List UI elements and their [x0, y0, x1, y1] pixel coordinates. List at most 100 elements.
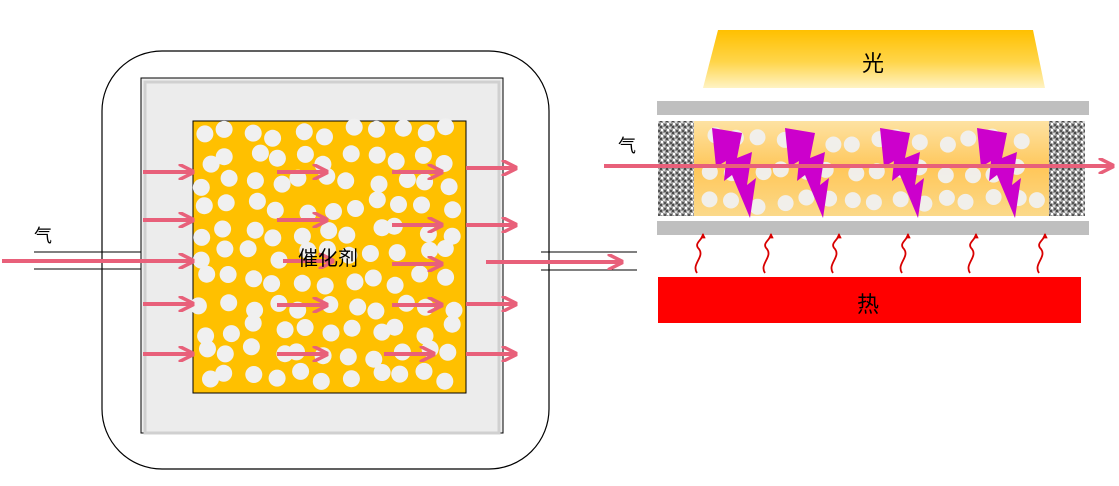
- catalyst-pellet: [436, 372, 454, 390]
- catalyst-pellet: [215, 364, 233, 382]
- catalyst-pellet: [361, 245, 379, 262]
- catalyst-pellet: [701, 191, 718, 208]
- catalyst-pellet: [246, 221, 264, 239]
- catalyst-pellet: [293, 274, 311, 292]
- catalyst-pellet: [215, 120, 233, 138]
- catalyst-pellet: [398, 171, 416, 188]
- catalyst-pellet: [251, 144, 269, 162]
- catalyst-pellet: [939, 136, 956, 153]
- catalyst-pellet: [192, 178, 210, 196]
- catalyst-pellet: [749, 129, 766, 146]
- catalyst-pellet: [343, 319, 361, 337]
- catalyst-pellet: [214, 220, 232, 238]
- catalyst-pellet: [292, 362, 310, 380]
- catalyst-pellet: [755, 164, 772, 181]
- catalyst-pellet: [239, 240, 257, 258]
- catalyst-pellet: [390, 196, 407, 213]
- catalyst-pellet: [365, 350, 383, 368]
- catalyst-pellet: [270, 251, 288, 269]
- catalyst-pellet: [419, 225, 437, 243]
- catalyst-pellet: [342, 370, 360, 388]
- catalyst-pellet: [445, 301, 463, 319]
- catalyst-pellet: [296, 319, 314, 336]
- catalyst-pellet: [844, 192, 861, 209]
- catalyst-pellet: [288, 343, 305, 361]
- catalyst-pellet: [825, 136, 842, 153]
- catalyst-pellet: [892, 191, 909, 208]
- wavy-arrow-up-icon: [830, 232, 842, 274]
- catalyst-pellet: [299, 204, 317, 222]
- catalyst-pellet: [416, 173, 434, 191]
- catalyst-pellet: [222, 325, 240, 343]
- catalyst-pellet: [339, 348, 357, 366]
- right-reactor: [604, 30, 1113, 323]
- catalyst-pellet: [985, 189, 1002, 205]
- catalyst-pellet: [246, 301, 264, 319]
- catalyst-pellet: [202, 155, 220, 173]
- light-source: [703, 30, 1045, 88]
- catalyst-pellet: [411, 265, 429, 283]
- catalyst-pellet: [244, 314, 262, 332]
- catalyst-pellet: [198, 265, 216, 283]
- catalyst-pellet: [798, 189, 815, 206]
- catalyst-pellet: [1028, 192, 1045, 209]
- left-seal: [658, 121, 694, 216]
- catalyst-pellet: [1013, 133, 1030, 150]
- catalyst-pellet: [960, 130, 977, 147]
- catalyst-pellet: [276, 321, 294, 339]
- catalyst-pellet: [245, 366, 263, 383]
- catalyst-pellet: [217, 194, 235, 212]
- catalyst-pellet: [938, 189, 955, 206]
- catalyst-pellet: [347, 200, 364, 217]
- right-seal: [1049, 121, 1085, 216]
- heat-label: 热: [857, 293, 880, 318]
- catalyst-pellet: [248, 192, 266, 210]
- catalyst-pellet: [417, 298, 434, 316]
- catalyst-pellet: [386, 318, 404, 336]
- catalyst-pellet: [202, 370, 219, 388]
- catalyst-pellet: [322, 324, 340, 342]
- catalyst-pellet: [273, 175, 291, 193]
- catalyst-pellet: [195, 197, 213, 215]
- catalyst-pellet: [417, 124, 435, 142]
- catalyst-pellet: [264, 229, 282, 247]
- catalyst-pellet: [749, 198, 766, 215]
- lightning-bolt-icon: [977, 128, 1021, 218]
- catalyst-pellet: [440, 178, 458, 196]
- catalyst-pellet: [342, 145, 360, 163]
- catalyst-pellet: [242, 338, 260, 356]
- catalyst-pellet: [865, 194, 882, 211]
- catalyst-pellet: [723, 192, 739, 209]
- catalyst-pellet: [373, 219, 391, 237]
- top-window-plate: [657, 101, 1089, 115]
- gas-flow-arrows: [2, 168, 622, 354]
- catalyst-pellet: [244, 124, 262, 142]
- lightning-bolt-icon: [880, 128, 924, 218]
- catalyst-pellet: [316, 277, 334, 295]
- catalyst-pellet: [312, 372, 330, 390]
- catalyst-pellet: [340, 246, 358, 264]
- catalyst-pellet: [316, 128, 333, 146]
- catalyst-pellet: [414, 146, 432, 164]
- catalyst-pellet: [337, 172, 355, 190]
- catalyst-label: 催化剂: [298, 246, 358, 270]
- left-reactor: [2, 50, 637, 470]
- catalyst-pellet: [848, 165, 865, 182]
- catalyst-pellet: [911, 134, 928, 151]
- catalyst-pellet: [293, 227, 311, 245]
- catalyst-pellet: [215, 148, 233, 166]
- catalyst-pellet: [220, 169, 238, 187]
- catalyst-pellet: [957, 193, 974, 210]
- catalyst-pellet: [193, 228, 211, 246]
- catalyst-pellet: [263, 275, 281, 293]
- wavy-arrow-up-icon: [967, 232, 979, 274]
- catalyst-pellet: [772, 161, 789, 178]
- catalyst-pellet: [368, 146, 386, 164]
- catalyst-pellet: [444, 201, 462, 219]
- catalyst-pellet: [346, 273, 364, 291]
- wavy-arrow-up-icon: [899, 232, 911, 274]
- catalyst-pellet: [192, 251, 210, 269]
- catalyst-pellet: [387, 152, 405, 170]
- catalyst-pellet: [373, 323, 391, 341]
